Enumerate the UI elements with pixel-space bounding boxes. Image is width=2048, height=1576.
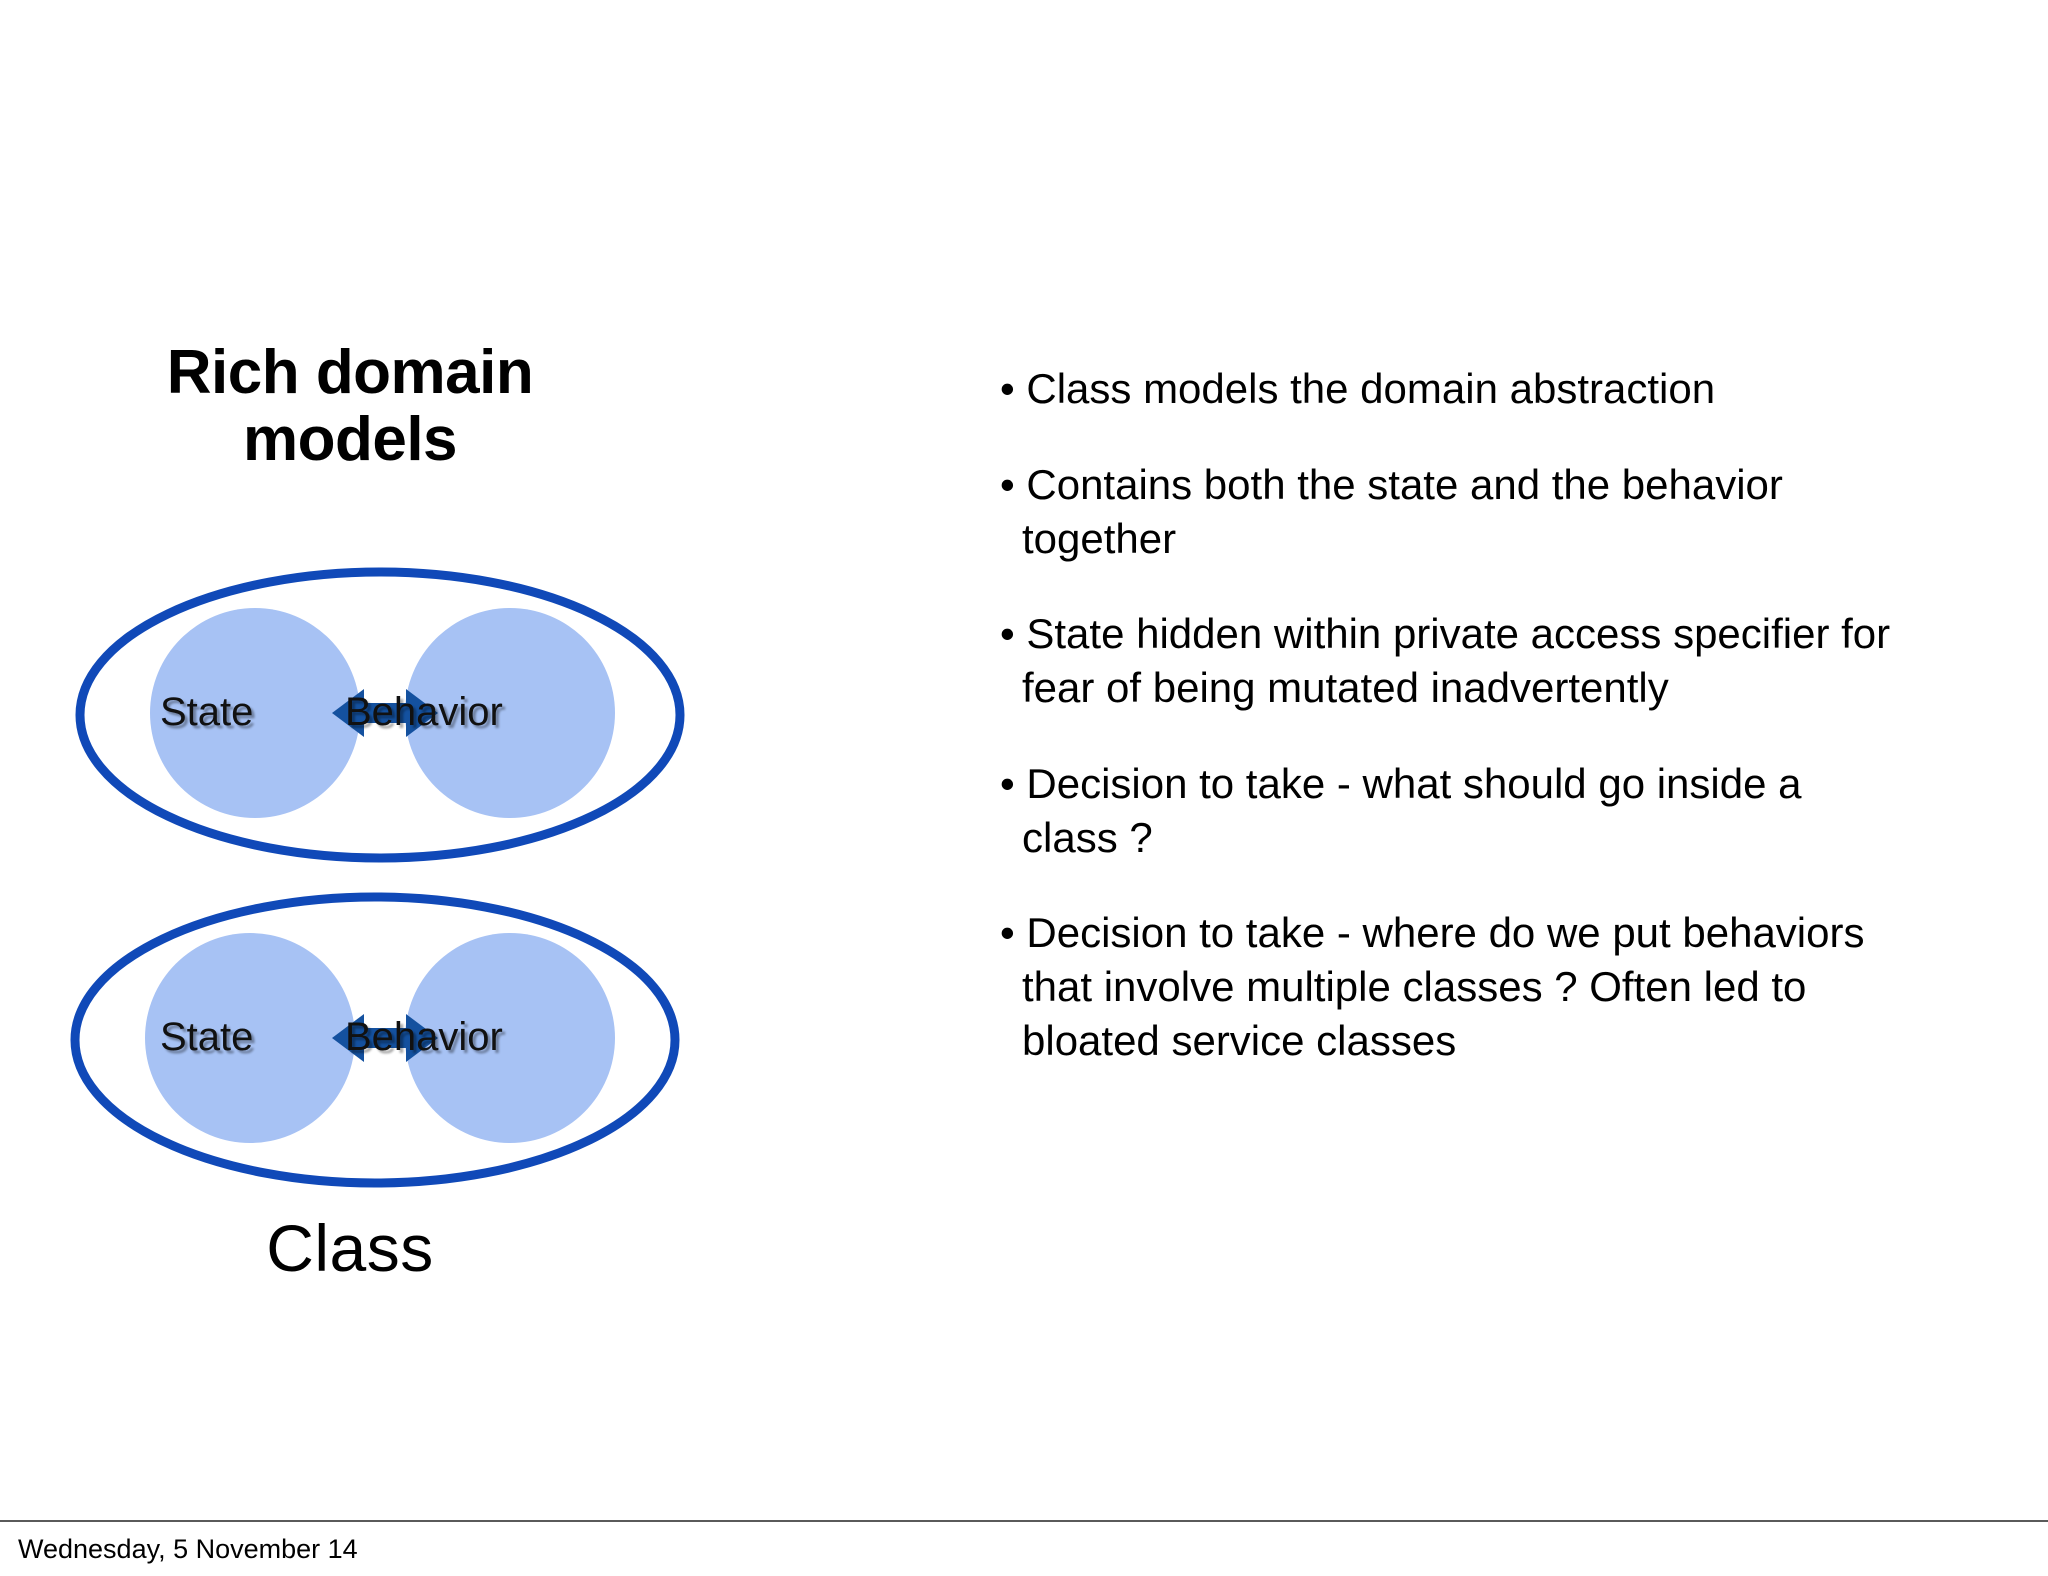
class-caption: Class (266, 1211, 434, 1285)
behavior-circle (405, 608, 615, 818)
state-circle (150, 608, 360, 818)
diagram-title: Rich domain models (40, 338, 660, 474)
behavior-circle (405, 933, 615, 1143)
diagram-panel: Rich domain models State Behavior (0, 300, 760, 1300)
bullet-item: • Class models the domain abstraction (1000, 365, 1716, 412)
class-group-top-graphic (75, 567, 685, 863)
footer-date: Wednesday, 5 November 14 (18, 1534, 358, 1564)
diagram-title-line-1: Rich domain (166, 338, 534, 407)
state-label: State (160, 690, 254, 734)
bullet-item: • Decision to take - what should go insi… (1000, 759, 1802, 861)
bullet-item: • Contains both the state and the behavi… (1000, 460, 1783, 562)
state-label: State (160, 1015, 254, 1059)
bullet-item: • Decision to take - where do we put beh… (1000, 909, 1865, 1064)
bullet-item: • State hidden within private access spe… (1000, 610, 1891, 711)
behavior-label: Behavior (345, 1015, 503, 1059)
state-circle (145, 933, 355, 1143)
behavior-label: Behavior (345, 690, 503, 734)
double-headed-arrow-icon (332, 1014, 438, 1062)
class-boundary-ellipse (75, 567, 685, 863)
class-group-bottom-graphic (70, 892, 680, 1188)
footer-divider (0, 1520, 2048, 1522)
slide-canvas: Rich domain models State Behavior (0, 300, 1900, 1300)
diagram-title-line-2: models (242, 404, 458, 474)
class-boundary-ellipse (70, 892, 680, 1188)
class-group-bottom: State Behavior (70, 890, 690, 1190)
bullet-list: • Class models the domain abstraction • … (1000, 320, 1900, 1068)
class-group-top: State Behavior (70, 565, 690, 865)
double-headed-arrow-icon (332, 689, 438, 737)
